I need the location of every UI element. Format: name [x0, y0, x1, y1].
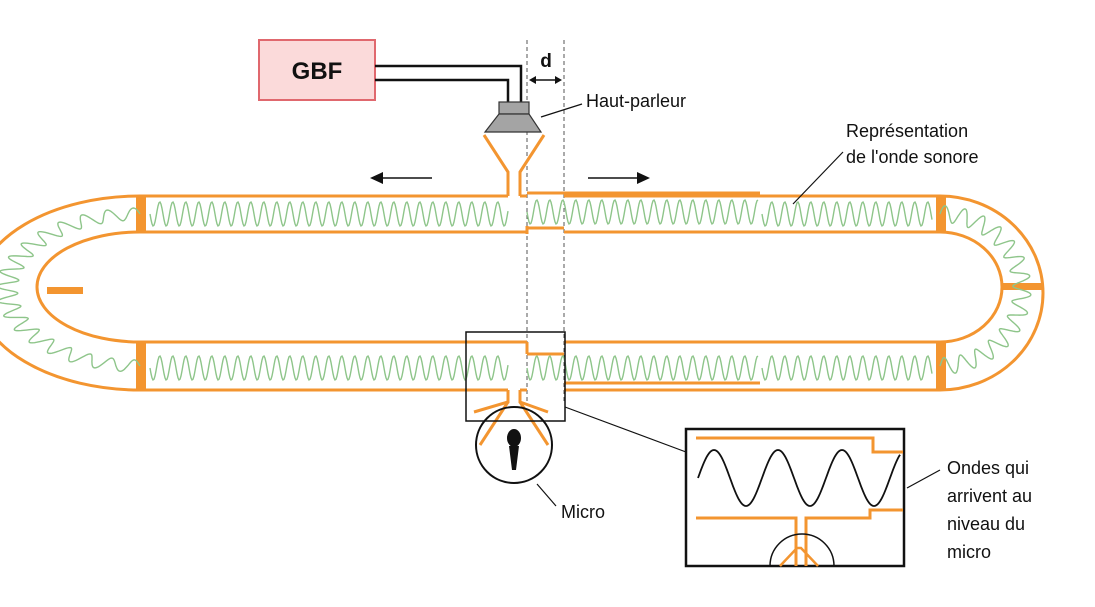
distance-label: d: [540, 51, 552, 72]
tube: [0, 191, 1045, 392]
wave-label-line1: Représentation: [846, 121, 968, 141]
generator-label: GBF: [292, 58, 343, 85]
wave-top-right: [761, 201, 933, 227]
waves-label-line3: niveau du: [947, 514, 1025, 534]
wave-top-center: [526, 199, 759, 225]
speaker: Haut-parleur: [483, 91, 686, 133]
wave-right-bend: [939, 205, 1032, 374]
waves-label-line4: micro: [947, 542, 991, 562]
wave-bottom-center: [526, 355, 759, 381]
micro-label: Micro: [561, 502, 605, 522]
sound-wave: [0, 199, 1032, 381]
wave-top-left: [149, 201, 509, 227]
direction-arrows: [370, 172, 650, 184]
speaker-funnel: [482, 134, 546, 196]
generator-box: GBF: [258, 39, 376, 101]
zoom-inset: Ondes qui arrivent au niveau du micro: [465, 331, 1032, 568]
speaker-label: Haut-parleur: [586, 91, 686, 111]
microphone: Micro: [473, 390, 605, 522]
wave-bottom-right: [761, 355, 933, 381]
waves-label-line2: arrivent au: [947, 486, 1032, 506]
wave-bottom-left: [149, 355, 509, 381]
inset-wave: [697, 449, 901, 507]
wave-left-bend: [0, 207, 141, 372]
generator-wires: [375, 64, 523, 102]
wave-label-group: Représentation de l'onde sonore: [792, 121, 979, 205]
distance-marker: d: [526, 40, 565, 402]
tube-joints: [47, 196, 1042, 390]
wave-label-line2: de l'onde sonore: [846, 147, 979, 167]
waves-label-line1: Ondes qui: [947, 458, 1029, 478]
